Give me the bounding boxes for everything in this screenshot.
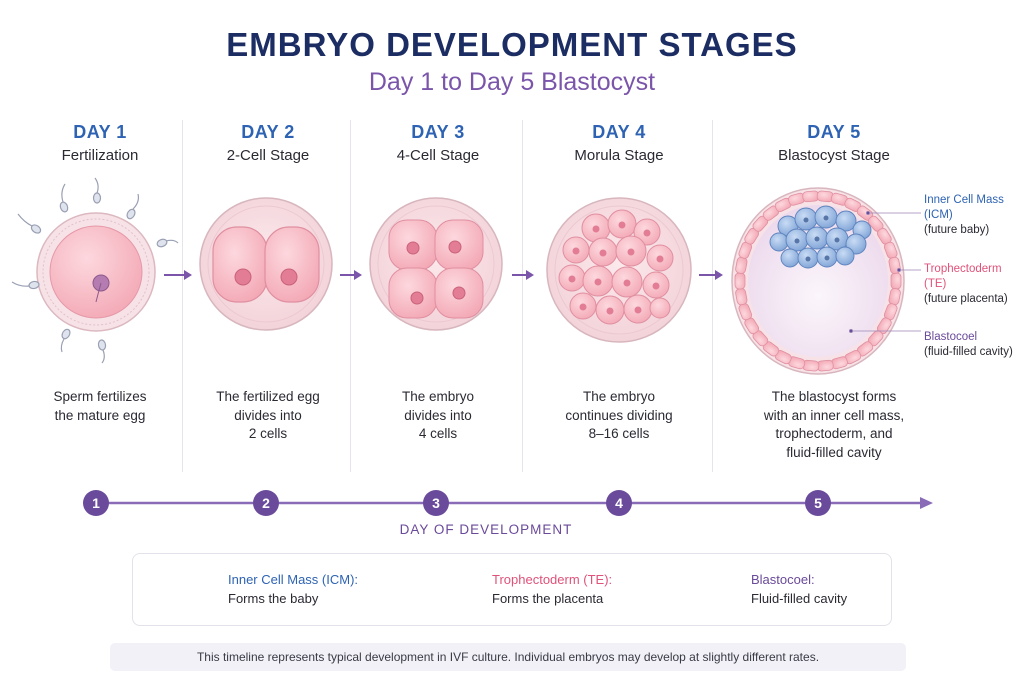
annotation-blastocoel-title: Blastocoel: [924, 331, 978, 343]
column-divider: [182, 120, 183, 472]
annotation-te: Trophectoderm (TE) (future placenta): [924, 262, 1008, 307]
timeline-marker-4: 4: [606, 490, 632, 516]
stage-name: Blastocyst Stage: [778, 147, 890, 164]
trophectoderm-cell: [802, 190, 820, 203]
stage-day-label: DAY 3: [411, 122, 465, 142]
description-line: 4 cells: [418, 426, 458, 441]
annotation-icm-title: Inner Cell Mass: [924, 194, 1004, 206]
page-title: EMBRYO DEVELOPMENT STAGES: [226, 26, 798, 63]
annotation-te-title: Trophectoderm: [924, 263, 1002, 275]
stage-day-label: DAY 4: [592, 122, 646, 142]
annotation-te-abbr: (TE): [924, 278, 947, 290]
stage-name: Morula Stage: [574, 147, 664, 164]
legend-item-blastocoel: Blastocoel: Fluid-filled cavity: [751, 570, 847, 608]
annotation-te-sub: (future placenta): [924, 293, 1008, 305]
trophectoderm-cell: [890, 272, 902, 290]
description-line: 8–16 cells: [588, 426, 650, 441]
legend-box: [132, 553, 892, 626]
timeline-axis-label: DAY OF DEVELOPMENT: [0, 522, 1024, 537]
stage-name: Fertilization: [61, 147, 139, 164]
timeline-marker-2: 2: [253, 490, 279, 516]
stage-arrows: [164, 270, 723, 280]
stage-header-day1: DAY 1 Fertilization: [20, 122, 180, 164]
stage-description-day2: The fertilized egg divides into 2 cells: [188, 388, 348, 444]
legend-blastocoel-sub: Fluid-filled cavity: [751, 591, 848, 606]
stage-description-day4: The embryo continues dividing 8–16 cells: [530, 388, 708, 444]
stage-day-label: DAY 2: [241, 122, 295, 142]
annotation-blastocoel: Blastocoel (fluid-filled cavity): [924, 330, 1013, 360]
annotation-icm-sub: (future baby): [924, 224, 990, 236]
legend-item-icm: Inner Cell Mass (ICM): Forms the baby: [228, 570, 358, 608]
description-line: The fertilized egg: [216, 389, 320, 404]
description-line: fluid-filled cavity: [786, 444, 882, 460]
description-line: divides into: [404, 407, 472, 423]
stage-description-day1: Sperm fertilizes the mature egg: [20, 388, 180, 425]
description-line: divides into: [234, 407, 302, 423]
description-line: the mature egg: [54, 407, 146, 423]
timeline-marker-3: 3: [423, 490, 449, 516]
stage-day-label: DAY 5: [807, 122, 861, 142]
timeline-axis-label-text: DAY OF DEVELOPMENT: [399, 522, 573, 537]
footer-note: This timeline represents typical develop…: [110, 643, 906, 671]
column-divider: [350, 120, 351, 472]
column-divider: [712, 120, 713, 472]
annotation-icm: Inner Cell Mass (ICM) (future baby): [924, 193, 1004, 238]
timeline-axis: [96, 497, 933, 509]
stage-description-day3: The embryo divides into 4 cells: [356, 388, 520, 444]
legend-item-te: Trophectoderm (TE): Forms the placenta: [492, 570, 612, 608]
trophectoderm-cell: [816, 359, 834, 372]
legend-blastocoel-title: Blastocoel:: [751, 572, 815, 587]
morula-illustration: [546, 197, 692, 343]
trophectoderm-cell: [734, 272, 746, 290]
column-divider: [522, 120, 523, 472]
description-line: with an inner cell mass,: [763, 407, 905, 423]
timeline-marker-5: 5: [805, 490, 831, 516]
stage-header-day5: DAY 5 Blastocyst Stage: [744, 122, 924, 164]
description-line: 2 cells: [248, 426, 288, 441]
timeline-marker-1: 1: [83, 490, 109, 516]
legend-te-title: Trophectoderm (TE):: [492, 572, 613, 587]
stage-header-day2: DAY 2 2-Cell Stage: [188, 122, 348, 164]
stage-description-day5: The blastocyst forms with an inner cell …: [734, 388, 934, 462]
annotation-icm-abbr: (ICM): [924, 209, 953, 221]
four-cell-illustration: [369, 197, 503, 331]
two-cell-illustration: [199, 197, 333, 331]
stage-name: 2-Cell Stage: [226, 147, 310, 164]
description-line: trophectoderm, and: [775, 426, 893, 441]
legend-icm-title: Inner Cell Mass (ICM):: [228, 572, 359, 587]
annotation-blastocoel-sub: (fluid-filled cavity): [924, 346, 1013, 358]
legend-te-sub: Forms the placenta: [492, 591, 604, 606]
fertilization-illustration: [11, 177, 179, 364]
stage-header-day4: DAY 4 Morula Stage: [530, 122, 708, 164]
description-line: The embryo: [582, 389, 656, 404]
description-line: The blastocyst forms: [771, 389, 897, 404]
stage-day-label: DAY 1: [73, 122, 127, 142]
description-line: continues dividing: [565, 407, 673, 423]
blastocyst-illustration: [731, 187, 921, 375]
description-line: The embryo: [401, 389, 475, 404]
page-subtitle: Day 1 to Day 5 Blastocyst: [368, 68, 656, 96]
stage-name: 4-Cell Stage: [396, 147, 480, 164]
legend-icm-sub: Forms the baby: [228, 591, 319, 606]
trophectoderm-ring: [734, 190, 902, 372]
description-line: Sperm fertilizes: [53, 389, 147, 404]
stage-header-day3: DAY 3 4-Cell Stage: [356, 122, 520, 164]
